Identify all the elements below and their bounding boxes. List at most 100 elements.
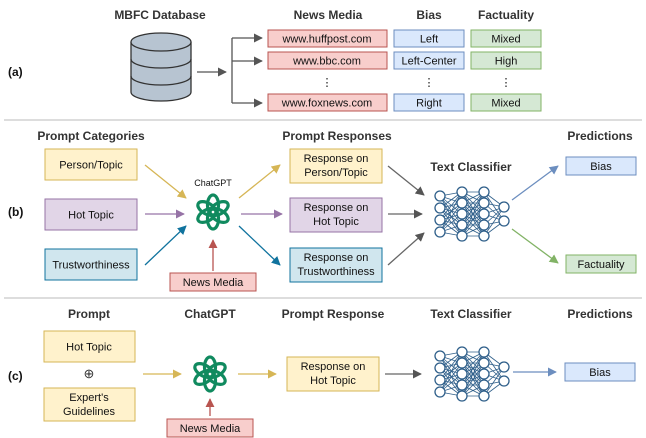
response-trustworthiness-line2: Trustworthiness <box>297 266 375 278</box>
nn-node <box>478 357 490 369</box>
header-prompt: Prompt <box>68 307 110 321</box>
factuality-cell <box>470 29 542 48</box>
neural-network-icon <box>434 186 510 242</box>
header-bias: Bias <box>416 8 442 22</box>
nn-node <box>498 375 510 387</box>
header-prompt-response: Prompt Response <box>282 307 385 321</box>
db-title: MBFC Database <box>114 8 206 22</box>
header-prompt-categories: Prompt Categories <box>37 129 145 143</box>
response-hot-topic-c-line1: Response on <box>301 361 366 373</box>
news-media-c-label: News Media <box>180 423 241 435</box>
nn-node <box>478 346 490 358</box>
nn-node <box>456 219 468 231</box>
bias-cell-label: Left-Center <box>401 56 456 68</box>
factuality-cell-label: Mixed <box>491 34 520 46</box>
nn-node <box>478 219 490 231</box>
nn-node <box>456 197 468 209</box>
media-cell <box>267 51 388 70</box>
response-hot-topic-line2: Hot Topic <box>313 216 359 228</box>
nn-edge <box>461 191 485 226</box>
nn-node <box>456 368 468 380</box>
response-person-topic-line1: Response on <box>304 153 369 165</box>
nn-node <box>434 386 446 398</box>
prompt-hot-topic-label: Hot Topic <box>68 210 114 222</box>
media-cell <box>267 93 388 112</box>
factuality-cell-label: High <box>495 56 518 68</box>
nn-node <box>456 379 468 391</box>
prompt-guidelines <box>43 387 136 422</box>
output-bias-c-label: Bias <box>589 367 611 379</box>
nn-edge <box>439 191 463 233</box>
nn-node <box>434 362 446 374</box>
bias-cell <box>393 29 465 48</box>
header-predictions: Predictions <box>567 129 633 143</box>
chatgpt-logo-icon-c <box>190 355 230 393</box>
nn-node <box>478 186 490 198</box>
nn-edge <box>461 362 485 397</box>
nn-node <box>478 368 490 380</box>
news-media-box-c <box>166 418 254 438</box>
header-predictions-c: Predictions <box>567 307 633 321</box>
bias-cell-label: Right <box>416 98 442 110</box>
nn-node <box>478 197 490 209</box>
nn-node <box>456 208 468 220</box>
arrow-resp3-to-classifier <box>387 232 425 266</box>
factuality-cell <box>470 93 542 112</box>
response-hot-topic <box>289 197 383 233</box>
output-factuality-label: Factuality <box>577 259 625 271</box>
arrow-resp1-to-classifier <box>387 165 425 196</box>
nn-node <box>456 390 468 402</box>
factuality-cell <box>470 51 542 70</box>
ellipsis-factuality: ⋮ <box>501 77 512 89</box>
nn-edge <box>461 202 485 237</box>
factuality-cell-label: Mixed <box>491 98 520 110</box>
prompt-hot-topic-c <box>43 330 136 363</box>
arrow-trust-to-gpt <box>144 225 187 266</box>
arrow-gpt-to-resp-3 <box>238 225 281 266</box>
database-icon <box>130 32 192 102</box>
ellipsis-media: ⋮ <box>322 77 333 89</box>
response-person-topic <box>289 148 383 184</box>
nn-edge <box>439 195 463 226</box>
nn-edge <box>461 351 485 386</box>
nn-node <box>434 202 446 214</box>
nn-edge <box>439 351 463 393</box>
prompt-person-topic <box>44 148 138 181</box>
response-trustworthiness-line1: Response on <box>304 252 369 264</box>
nn-edge <box>439 362 463 393</box>
prompt-trustworthiness-label: Trustworthiness <box>52 260 130 272</box>
nn-edge <box>439 191 463 221</box>
output-bias-label: Bias <box>590 161 612 173</box>
nn-node <box>456 346 468 358</box>
nn-edge <box>439 351 463 381</box>
prompt-trustworthiness <box>44 248 138 281</box>
nn-node <box>456 230 468 242</box>
header-news-media: News Media <box>294 8 363 22</box>
db-bracket <box>231 33 263 108</box>
arrow-classifier-to-bias <box>511 165 559 201</box>
header-factuality: Factuality <box>478 8 534 22</box>
header-prompt-responses: Prompt Responses <box>282 129 392 143</box>
response-hot-topic-c <box>286 356 380 392</box>
nn-edge <box>483 366 505 397</box>
neural-network-icon-c <box>434 346 510 402</box>
nn-edge <box>439 367 463 397</box>
nn-node <box>434 374 446 386</box>
panel-a-tag: (a) <box>8 65 23 79</box>
prompt-guidelines-line1: Expert's <box>69 392 109 404</box>
output-factuality <box>565 254 637 274</box>
nn-edge <box>439 202 463 233</box>
panel-b-tag: (b) <box>8 205 23 219</box>
prompt-hot-topic <box>44 198 138 231</box>
nn-node <box>478 208 490 220</box>
prompt-hot-topic-c-label: Hot Topic <box>66 342 112 354</box>
nn-node <box>478 390 490 402</box>
response-trustworthiness <box>289 247 383 283</box>
nn-edge <box>439 207 463 237</box>
nn-node <box>456 186 468 198</box>
nn-edge <box>483 351 505 382</box>
nn-node <box>498 361 510 373</box>
nn-edge <box>483 191 505 222</box>
header-chatgpt: ChatGPT <box>184 307 236 321</box>
